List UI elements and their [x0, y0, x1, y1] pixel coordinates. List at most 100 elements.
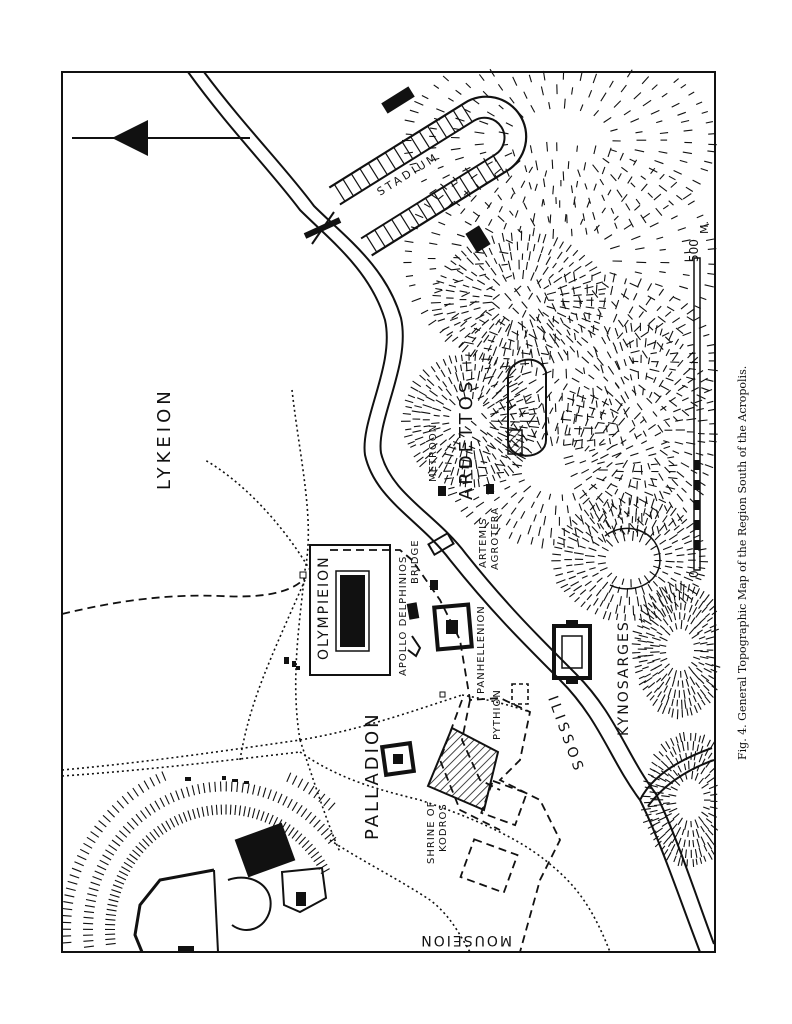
- hill-hachure: [654, 283, 663, 288]
- hill-hachure: [64, 894, 75, 898]
- hill-hachure: [528, 314, 536, 322]
- stadium-seat-divider: [458, 176, 471, 195]
- hill-hachure: [668, 464, 678, 467]
- hill-hachure: [662, 545, 672, 551]
- hill-hachure: [452, 440, 460, 445]
- hill-hachure: [597, 562, 606, 565]
- hill-hachure: [297, 778, 304, 788]
- hill-hachure: [613, 100, 622, 108]
- hill-hachure: [703, 684, 710, 692]
- hill-hachure: [144, 806, 152, 816]
- hill-hachure: [488, 323, 495, 330]
- hill-hachure: [648, 483, 657, 488]
- hill-hachure: [507, 260, 512, 271]
- hill-hachure: [701, 783, 709, 789]
- hill-hachure: [567, 317, 574, 322]
- hill-hachure: [557, 284, 568, 290]
- hill-hachure: [510, 232, 513, 241]
- hill-hachure: [505, 365, 511, 373]
- hill-hachure: [664, 808, 671, 812]
- hill-hachure: [692, 830, 695, 837]
- hill-hachure: [323, 797, 331, 807]
- hill-hachure: [661, 705, 667, 714]
- hill-hachure: [573, 414, 583, 417]
- hill-hachure: [576, 386, 581, 397]
- hill-hachure: [126, 791, 134, 801]
- hill-hachure: [704, 613, 711, 618]
- hill-hachure: [438, 471, 443, 479]
- hill-hachure: [635, 496, 638, 506]
- hill-hachure: [131, 817, 139, 826]
- hill-hachure: [568, 427, 571, 435]
- hill-hachure: [477, 392, 483, 401]
- hill-hachure: [668, 330, 674, 341]
- hill-hachure: [586, 439, 594, 442]
- hill-hachure: [673, 612, 677, 621]
- hill-hachure: [680, 119, 690, 123]
- hill-hachure: [405, 428, 412, 431]
- hill-hachure: [682, 193, 692, 200]
- hill-hachure: [568, 278, 578, 284]
- hill-hachure: [454, 498, 462, 503]
- hill-hachure: [602, 507, 607, 515]
- hill-hachure: [563, 98, 566, 109]
- hill-hachure: [664, 663, 670, 669]
- hill-hachure: [695, 828, 700, 838]
- hill-hachure: [618, 474, 624, 482]
- hill-hachure: [658, 379, 664, 388]
- hill-hachure: [521, 310, 527, 318]
- hill-hachure: [94, 825, 103, 833]
- hill-hachure: [408, 284, 416, 287]
- hill-hachure: [448, 97, 454, 102]
- hill-hachure: [638, 680, 647, 686]
- hill-hachure: [67, 880, 78, 885]
- hill-hachure: [584, 522, 590, 528]
- hill-hachure: [676, 527, 685, 534]
- hill-hachure: [672, 317, 681, 324]
- hill-hachure: [584, 285, 594, 290]
- hill-hachure: [634, 204, 641, 211]
- hill-hachure: [494, 527, 501, 536]
- hill-hachure: [692, 606, 698, 615]
- hill-hachure: [272, 791, 278, 802]
- hill-hachure: [463, 316, 472, 322]
- hill-hachure: [591, 458, 599, 463]
- hill-hachure: [658, 498, 667, 504]
- hill-hachure: [698, 777, 704, 785]
- hill-hachure: [135, 813, 143, 823]
- hill-hachure: [615, 462, 624, 466]
- hill-hachure: [585, 227, 588, 235]
- hill-hachure: [585, 561, 595, 564]
- hill-hachure: [667, 773, 676, 781]
- hill-hachure: [460, 354, 463, 362]
- hill-hachure: [581, 317, 591, 323]
- hill-hachure: [574, 513, 583, 522]
- hill-hachure: [479, 120, 489, 125]
- hill-hachure: [648, 317, 656, 325]
- hill-hachure: [433, 84, 440, 89]
- hill-hachure: [491, 235, 496, 244]
- hill-hachure: [580, 514, 585, 525]
- hill-hachure: [574, 368, 584, 375]
- hill-hachure: [424, 452, 433, 460]
- hill-hachure: [477, 474, 487, 477]
- hill-hachure: [697, 702, 702, 710]
- hill-hachure: [571, 377, 580, 383]
- hill-hachure: [149, 831, 157, 841]
- hill-hachure: [497, 419, 503, 426]
- hill-hachure: [83, 940, 94, 942]
- hill-hachure: [71, 867, 82, 873]
- hill-hachure: [161, 823, 168, 833]
- hill-hachure: [241, 782, 244, 793]
- hill-hachure: [564, 424, 568, 435]
- hill-hachure: [668, 200, 674, 206]
- hill-hachure: [603, 498, 609, 507]
- hill-hachure: [687, 830, 689, 837]
- hill-hachure: [548, 273, 554, 279]
- hill-hachure: [528, 74, 533, 83]
- hill-hachure: [552, 553, 562, 556]
- hill-hachure: [629, 374, 633, 381]
- hill-hachure: [628, 218, 634, 228]
- stadium-seat-divider: [399, 213, 412, 232]
- hill-hachure: [705, 238, 715, 242]
